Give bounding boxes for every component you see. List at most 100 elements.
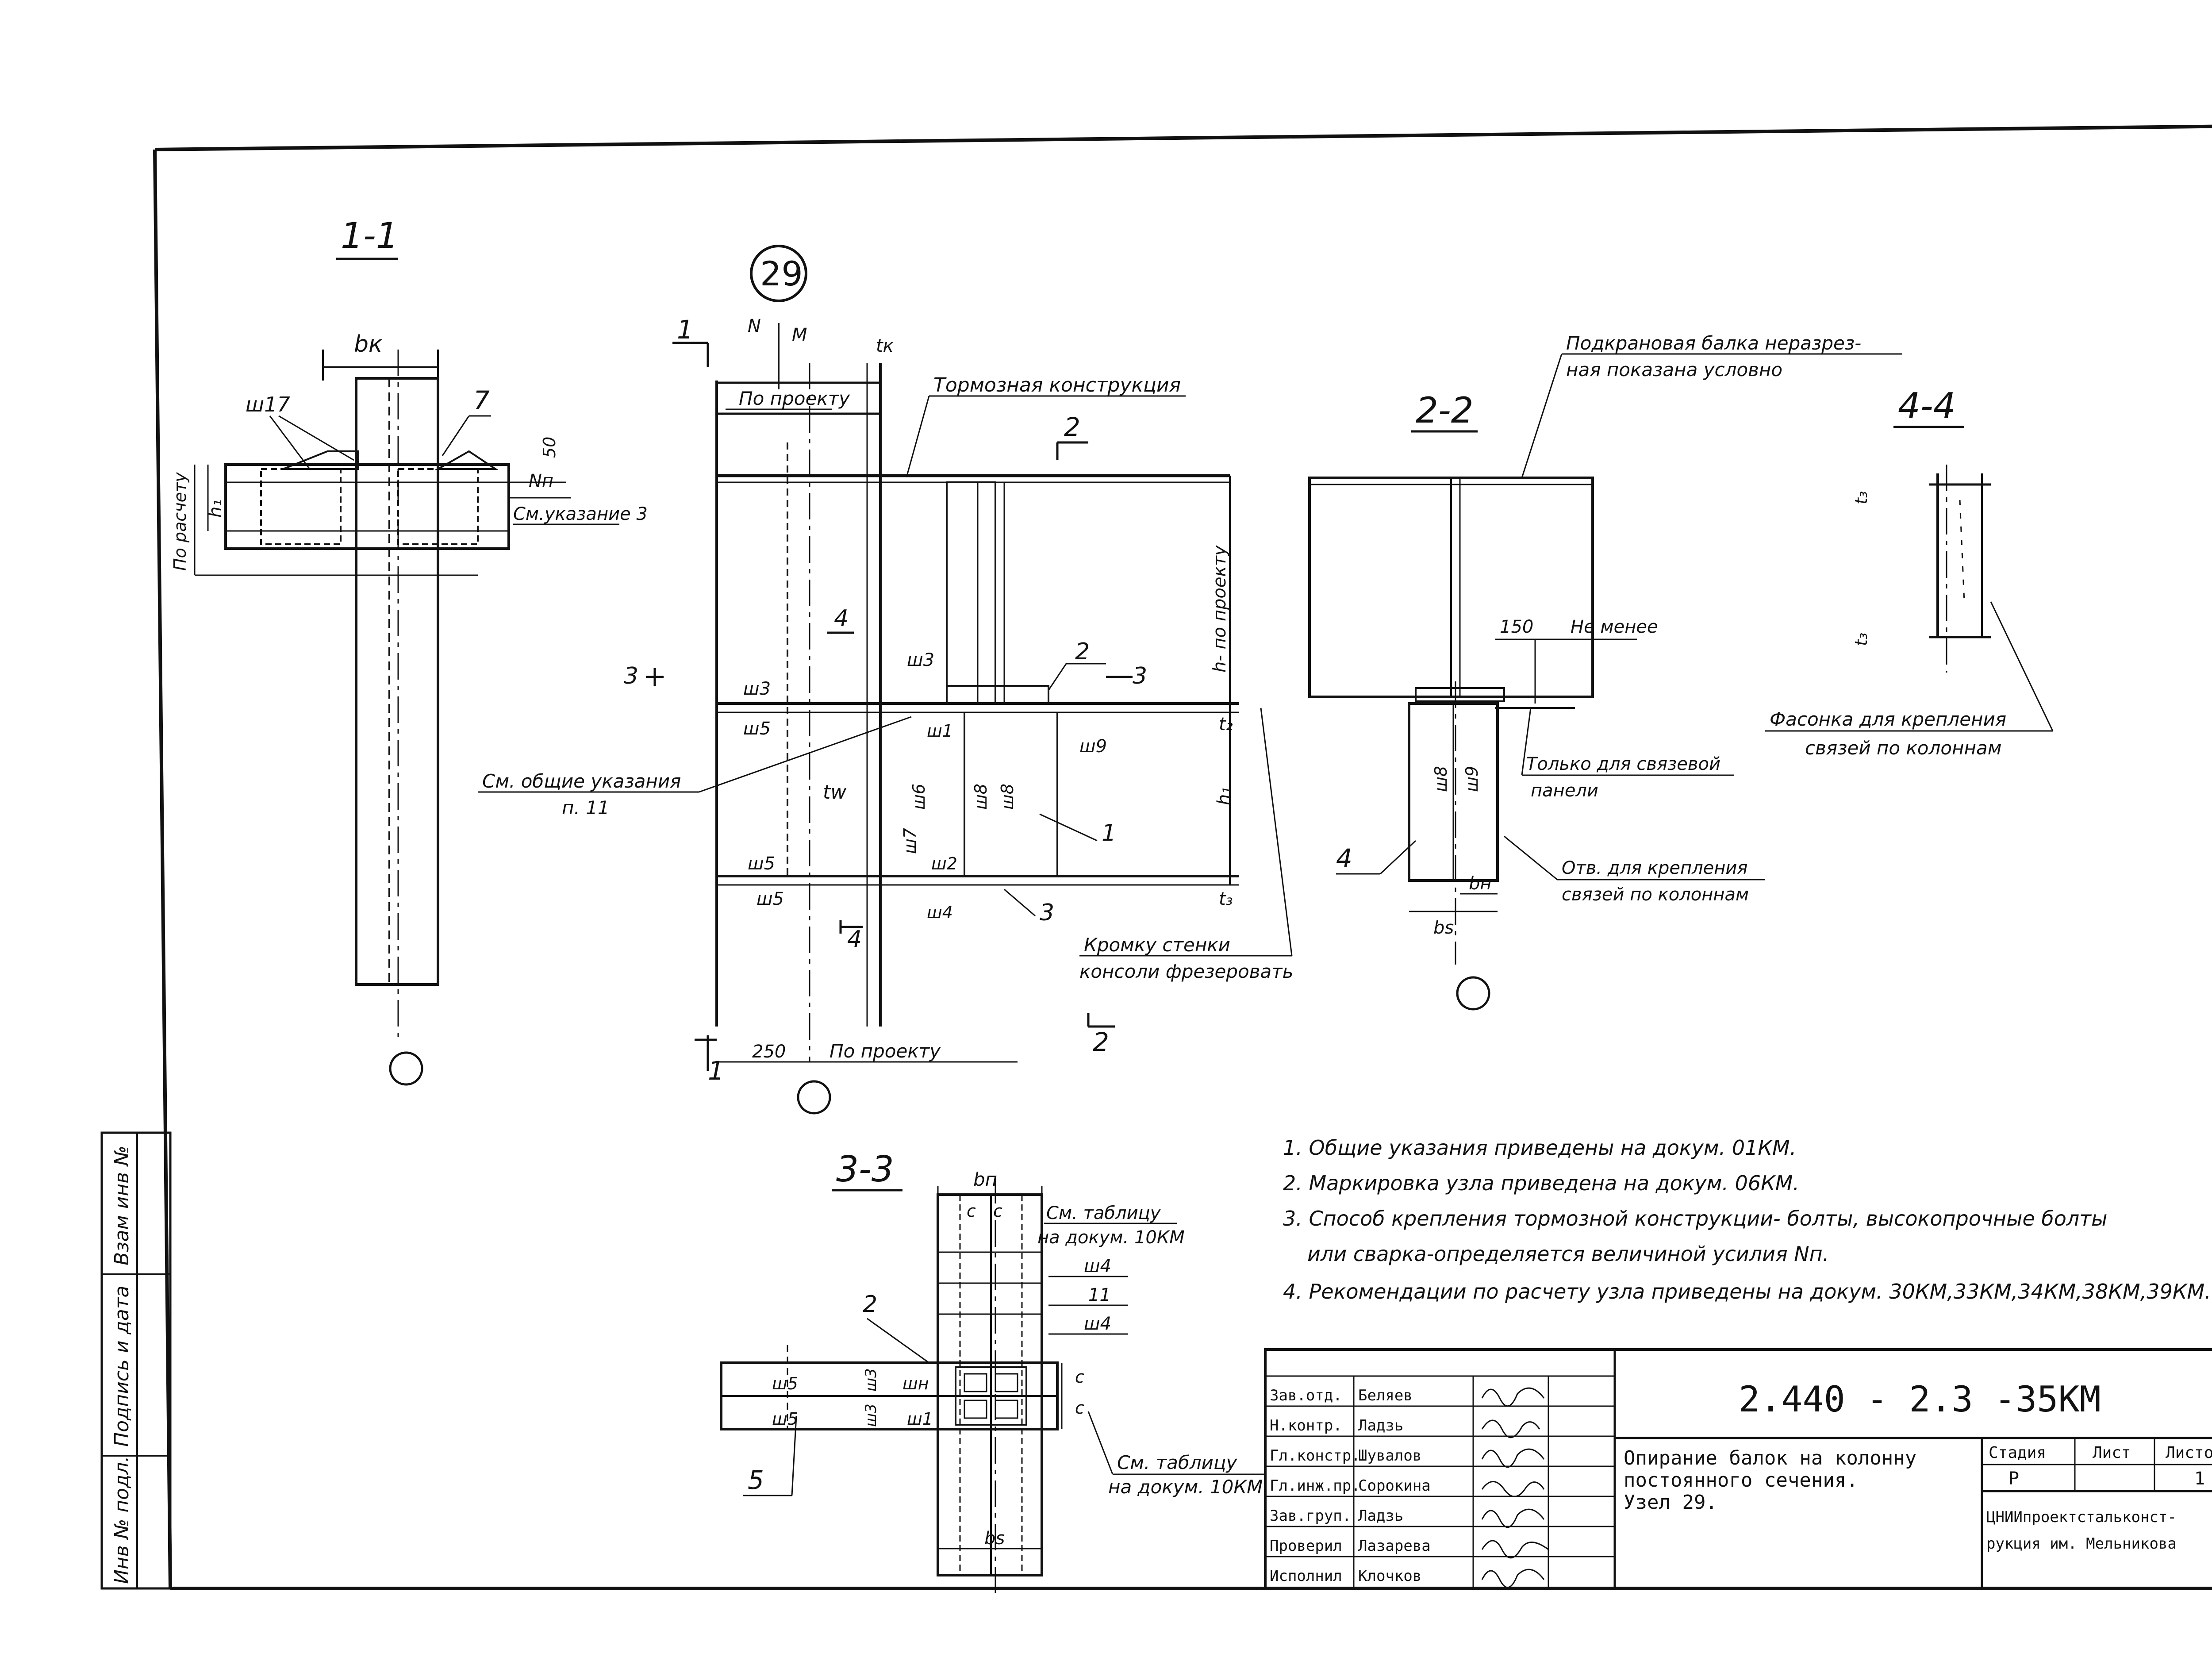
sheets-header: Листов <box>2166 1444 2212 1462</box>
label-sm-tabl-bot-1: См. таблицу <box>1117 1452 1238 1473</box>
section-title-3-3: 3-3 <box>836 1149 894 1190</box>
callout-2-33: 2 <box>863 1291 877 1318</box>
label-sh8-a: ш8 <box>971 784 991 810</box>
stage-header: Стадия <box>1989 1444 2046 1462</box>
signatures <box>1481 1387 1549 1588</box>
label-sh17: ш17 <box>246 392 290 416</box>
label-t3-44: t₃ <box>1851 491 1871 504</box>
label-t3: t₃ <box>1219 889 1233 909</box>
section-title-2-2: 2-2 <box>1416 390 1474 431</box>
label-c2: c <box>993 1201 1002 1221</box>
label-sh5-c: ш5 <box>757 889 784 909</box>
note-3: 3. Способ крепления тормозной конструкци… <box>1283 1207 2107 1230</box>
signer-name: Шувалов <box>1358 1447 1421 1465</box>
label-sh5-b: ш5 <box>748 854 775 874</box>
signer-role: Зав.груп. <box>1270 1507 1351 1525</box>
label-250: 250 <box>752 1042 786 1062</box>
section-3-3: 3-3 bп c c c c См. таблицу на докум. 10К… <box>720 1149 1265 1593</box>
signer-name: Ладзь <box>1358 1507 1403 1525</box>
cut-3-right: 3 <box>1133 663 1147 689</box>
label-sh5-33a: ш5 <box>772 1374 798 1393</box>
signer-role: Гл.констр. <box>1270 1447 1360 1465</box>
label-sh3-b: ш3 <box>907 650 934 670</box>
signer-name: Клочков <box>1358 1567 1421 1585</box>
label-kromka-2: консоли фрезеровать <box>1079 961 1293 982</box>
label-sh4b-33: ш4 <box>1084 1314 1111 1334</box>
label-Nn-11: Nп <box>529 471 553 491</box>
label-h-po-proektu: h- по проекту <box>1210 545 1230 673</box>
label-sm-ukazanie3: См.указание 3 <box>513 504 648 524</box>
signature <box>1481 1540 1549 1559</box>
section-4-4: 4-4 t₃ t₃ Фасонка для крепления связей п… <box>1765 385 2054 759</box>
label-sh3-33a: ш3 <box>862 1368 880 1392</box>
signature <box>1481 1569 1545 1588</box>
label-tormoznaya: Тормозная конструкция <box>933 374 1181 396</box>
note-2: 2. Маркировка узла приведена на докум. 0… <box>1283 1171 1799 1195</box>
label-kromka-1: Кромку стенки <box>1084 934 1230 956</box>
label-sh3-a: ш3 <box>743 679 771 699</box>
label-7: 7 <box>473 385 490 415</box>
org-line-2: рукция им. Мельникова <box>1986 1535 2177 1553</box>
signer-name: Сорокина <box>1358 1477 1431 1495</box>
label-sh3-33b: ш3 <box>862 1403 880 1427</box>
signer-role: Н.контр. <box>1270 1417 1342 1434</box>
label-sh6: ш6 <box>909 784 929 810</box>
label-sm-tabl-top-1: См. таблицу <box>1046 1203 1161 1223</box>
section-2-2: 2-2 Подкрановая балка неразрез- ная пока… <box>1308 332 1902 1011</box>
label-t2: t₂ <box>1219 714 1233 734</box>
label-sh4: ш4 <box>927 903 953 922</box>
title-line-1: Опирание балок на колонну <box>1624 1447 1916 1469</box>
stamp-inv-podl: Инв № подл. <box>111 1456 133 1584</box>
title-block: 2.440 - 2.3 -35КМ Опирание балок на коло… <box>1264 1348 2212 1590</box>
cut-2-bottom: 2 <box>1093 1027 1109 1057</box>
title-line-2: постоянного сечения. <box>1624 1469 1858 1492</box>
label-M: M <box>792 325 807 345</box>
label-sh5-a: ш5 <box>743 719 771 739</box>
cut-3-left: 3 <box>624 663 638 689</box>
label-sh1: ш1 <box>927 721 953 741</box>
signer-name: Беляев <box>1358 1387 1413 1404</box>
label-ne-menee: Не менее <box>1571 617 1658 637</box>
title-line-3: Узел 29. <box>1624 1491 1717 1514</box>
signature <box>1481 1448 1545 1468</box>
cut-4-bottom: 4 <box>847 926 862 953</box>
label-150: 150 <box>1500 617 1533 637</box>
label-sm-tabl-bot-2: на докум. 10КМ <box>1108 1476 1263 1498</box>
stage-value: Р <box>2008 1469 2019 1489</box>
label-fasonka-2: связей по колоннам <box>1805 737 2001 759</box>
signature <box>1481 1481 1545 1497</box>
label-bn: bн <box>1469 873 1492 894</box>
org-line-1: ЦНИИпроектстальконст- <box>1986 1508 2177 1526</box>
signer-name: Лазарева <box>1358 1537 1431 1555</box>
cut-1-top: 1 <box>677 315 693 345</box>
label-t3b-44: t₃ <box>1851 633 1871 646</box>
label-50: 50 <box>540 437 559 458</box>
label-otv-1: Отв. для крепления <box>1562 858 1748 878</box>
label-h1-29: h₁ <box>1214 787 1234 805</box>
signer-role: Зав.отд. <box>1270 1387 1342 1404</box>
label-tw: tw <box>823 781 847 804</box>
label-bs-33: bs <box>984 1528 1005 1549</box>
label-po-proektu-bottom: По проекту <box>830 1040 941 1062</box>
signature <box>1481 1508 1545 1528</box>
label-bs: bs <box>1433 918 1454 938</box>
cut-2-top: 2 <box>1064 412 1080 442</box>
signature <box>1481 1419 1540 1438</box>
note-1: 1. Общие указания приведены на докум. 01… <box>1283 1136 1796 1160</box>
section-1-1: 1-1 bк По расчету h₁ ш17 7 50 Nп <box>170 215 648 1086</box>
callout-3: 3 <box>1040 900 1054 926</box>
stamp-podpis: Подпись и дата <box>111 1286 133 1447</box>
label-sh5-33b: ш5 <box>772 1409 798 1429</box>
note-3b: или сварка-определяется величиной усилия… <box>1307 1242 1829 1266</box>
label-sh9-22: ш9 <box>1462 766 1482 792</box>
label-c3: c <box>1075 1367 1084 1387</box>
label-bk: bк <box>354 331 383 358</box>
label-sh7: ш7 <box>900 828 920 854</box>
label-shN: шн <box>902 1374 929 1393</box>
signer-role: Проверил <box>1270 1537 1342 1555</box>
callout-5: 5 <box>748 1465 764 1495</box>
callout-4: 4 <box>1336 843 1352 873</box>
node-number-circle <box>750 245 807 302</box>
signature <box>1481 1387 1545 1407</box>
general-notes: 1. Общие указания приведены на докум. 01… <box>1283 1136 2211 1303</box>
